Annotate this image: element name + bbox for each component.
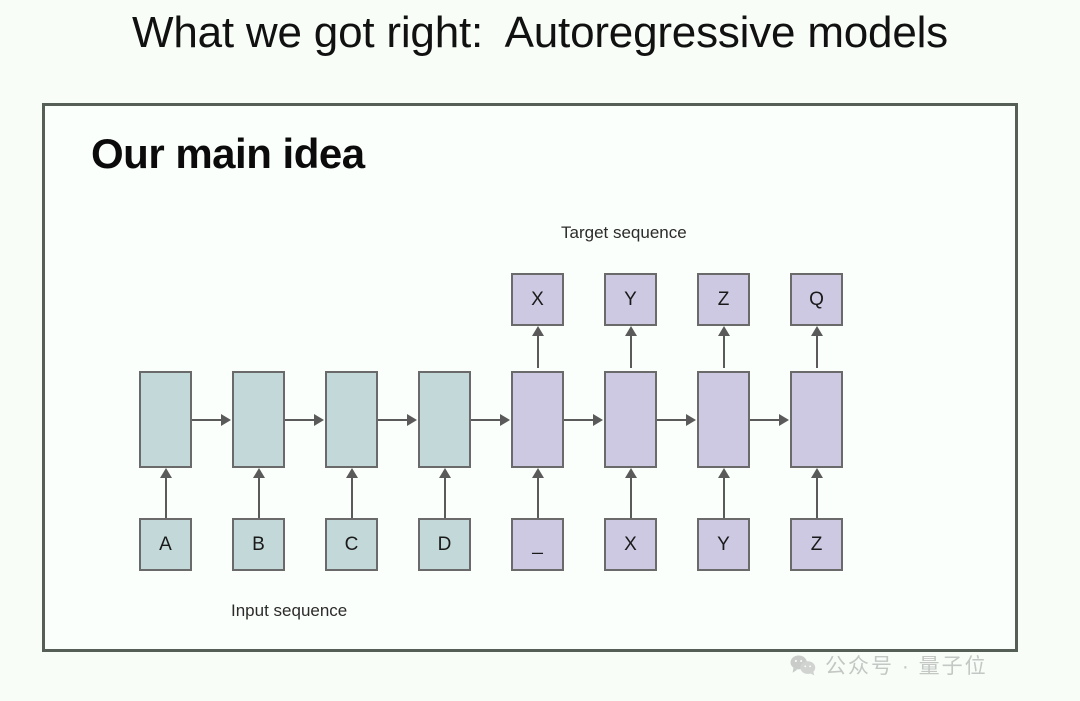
page-title: What we got right: Autoregressive models <box>132 8 948 57</box>
decoder-to-output-arrow-icon <box>532 326 544 368</box>
recurrence-arrow-icon <box>657 414 696 426</box>
output-token-box[interactable]: Y <box>604 273 657 326</box>
decoder-input-token-box[interactable]: _ <box>511 518 564 571</box>
encoder-state-box[interactable] <box>325 371 378 468</box>
input-to-state-arrow-icon <box>346 468 358 518</box>
input-to-state-arrow-icon <box>718 468 730 518</box>
decoder-input-token-box[interactable]: Y <box>697 518 750 571</box>
input-token-box[interactable]: C <box>325 518 378 571</box>
decoder-state-box[interactable] <box>790 371 843 468</box>
output-token-box[interactable]: Z <box>697 273 750 326</box>
decoder-state-box[interactable] <box>604 371 657 468</box>
input-to-state-arrow-icon <box>811 468 823 518</box>
input-token-box[interactable]: D <box>418 518 471 571</box>
input-sequence-label: Input sequence <box>231 601 348 620</box>
decoder-to-output-arrow-icon <box>625 326 637 368</box>
wechat-icon <box>790 655 816 676</box>
slide-heading: Our main idea <box>91 130 365 177</box>
input-to-state-arrow-icon <box>253 468 265 518</box>
output-token-box[interactable]: X <box>511 273 564 326</box>
input-to-state-arrow-icon <box>532 468 544 518</box>
recurrence-arrow-icon <box>378 414 417 426</box>
recurrence-arrow-icon <box>285 414 324 426</box>
decoder-to-output-arrow-icon <box>811 326 823 368</box>
encoder-state-box[interactable] <box>232 371 285 468</box>
watermark-text: 公众号 · 量子位 <box>825 655 988 678</box>
input-token-box[interactable]: A <box>139 518 192 571</box>
decoder-state-box[interactable] <box>511 371 564 468</box>
target-sequence-label: Target sequence <box>561 223 687 242</box>
recurrence-arrow-icon <box>564 414 603 426</box>
input-to-state-arrow-icon <box>160 468 172 518</box>
encoder-state-box[interactable] <box>418 371 471 468</box>
decoder-state-box[interactable] <box>697 371 750 468</box>
recurrence-arrow-icon <box>471 414 510 426</box>
seq2seq-diagram: Target sequence Input sequence X Y Z Q <box>45 106 1021 655</box>
encoder-state-box[interactable] <box>139 371 192 468</box>
recurrence-arrow-icon <box>750 414 789 426</box>
decoder-to-output-arrow-icon <box>718 326 730 368</box>
output-token-box[interactable]: Q <box>790 273 843 326</box>
input-token-box[interactable]: B <box>232 518 285 571</box>
decoder-input-token-box[interactable]: X <box>604 518 657 571</box>
slide-frame: Our main idea Target sequence Input sequ… <box>42 103 1018 652</box>
watermark: 公众号 · 量子位 <box>790 650 988 680</box>
decoder-input-token-box[interactable]: Z <box>790 518 843 571</box>
input-to-state-arrow-icon <box>625 468 637 518</box>
recurrence-arrow-icon <box>192 414 231 426</box>
input-to-state-arrow-icon <box>439 468 451 518</box>
